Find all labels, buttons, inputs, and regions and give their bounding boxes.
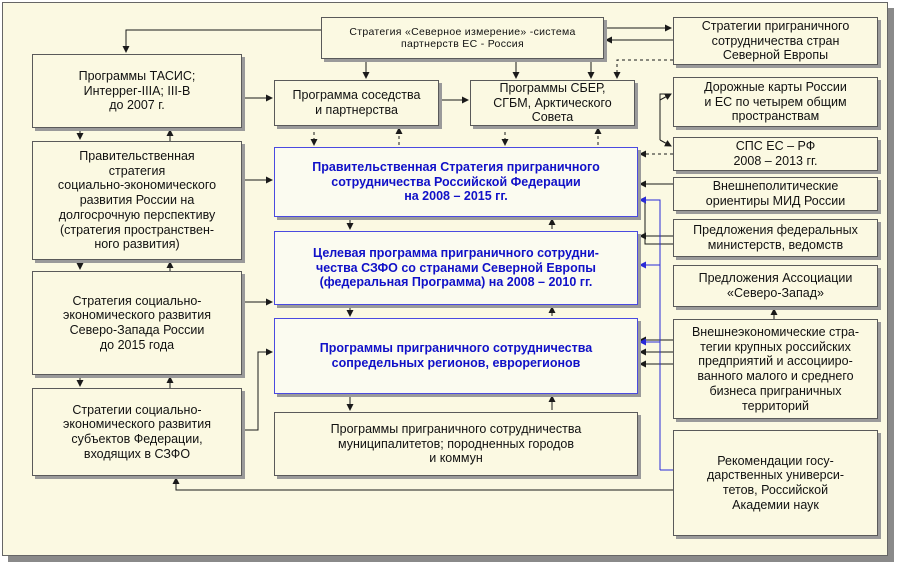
- regional-programs-box: Программы приграничного сотрудничества с…: [274, 318, 638, 394]
- pca-box: СПС ЕС – РФ 2008 – 2013 гг.: [673, 137, 878, 171]
- tacis-box: Программы ТАСИС; Интеррег-IIIА; III-В до…: [32, 54, 242, 128]
- municipal-programs-box: Программы приграничного сотрудничества м…: [274, 412, 638, 476]
- gov-crossborder-strategy-box: Правительственная Стратегия приграничног…: [274, 147, 638, 217]
- nw-association-box: Предложения Ассоциации «Северо-Запад»: [673, 265, 878, 307]
- road-maps-box: Дорожные карты России и ЕС по четырем об…: [673, 77, 878, 127]
- mfa-box: Внешнеполитические ориентиры МИД России: [673, 177, 878, 211]
- cbss-box: Программы СБЕР, СГБМ, Арктического Совет…: [470, 80, 635, 126]
- universities-box: Рекомендации госу- дарственных универси-…: [673, 430, 878, 536]
- nw-strategy-box: Стратегия социально- экономического разв…: [32, 271, 242, 375]
- nordic-strategies-box: Стратегии приграничного сотрудничества с…: [673, 17, 878, 65]
- gov-spatial-strategy-box: Правительственная стратегия социально-эк…: [32, 141, 242, 260]
- ministries-box: Предложения федеральных министерств, вед…: [673, 219, 878, 257]
- target-program-box: Целевая программа приграничного сотрудни…: [274, 231, 638, 305]
- neighbourhood-box: Программа соседства и партнерства: [274, 80, 439, 126]
- subjects-strategies-box: Стратегии социально- экономического разв…: [32, 388, 242, 476]
- northern-dimension-box: Стратегия «Северное измерение» -система …: [321, 17, 604, 59]
- business-strategies-box: Внешнеэкономические стра- тегии крупных …: [673, 319, 878, 419]
